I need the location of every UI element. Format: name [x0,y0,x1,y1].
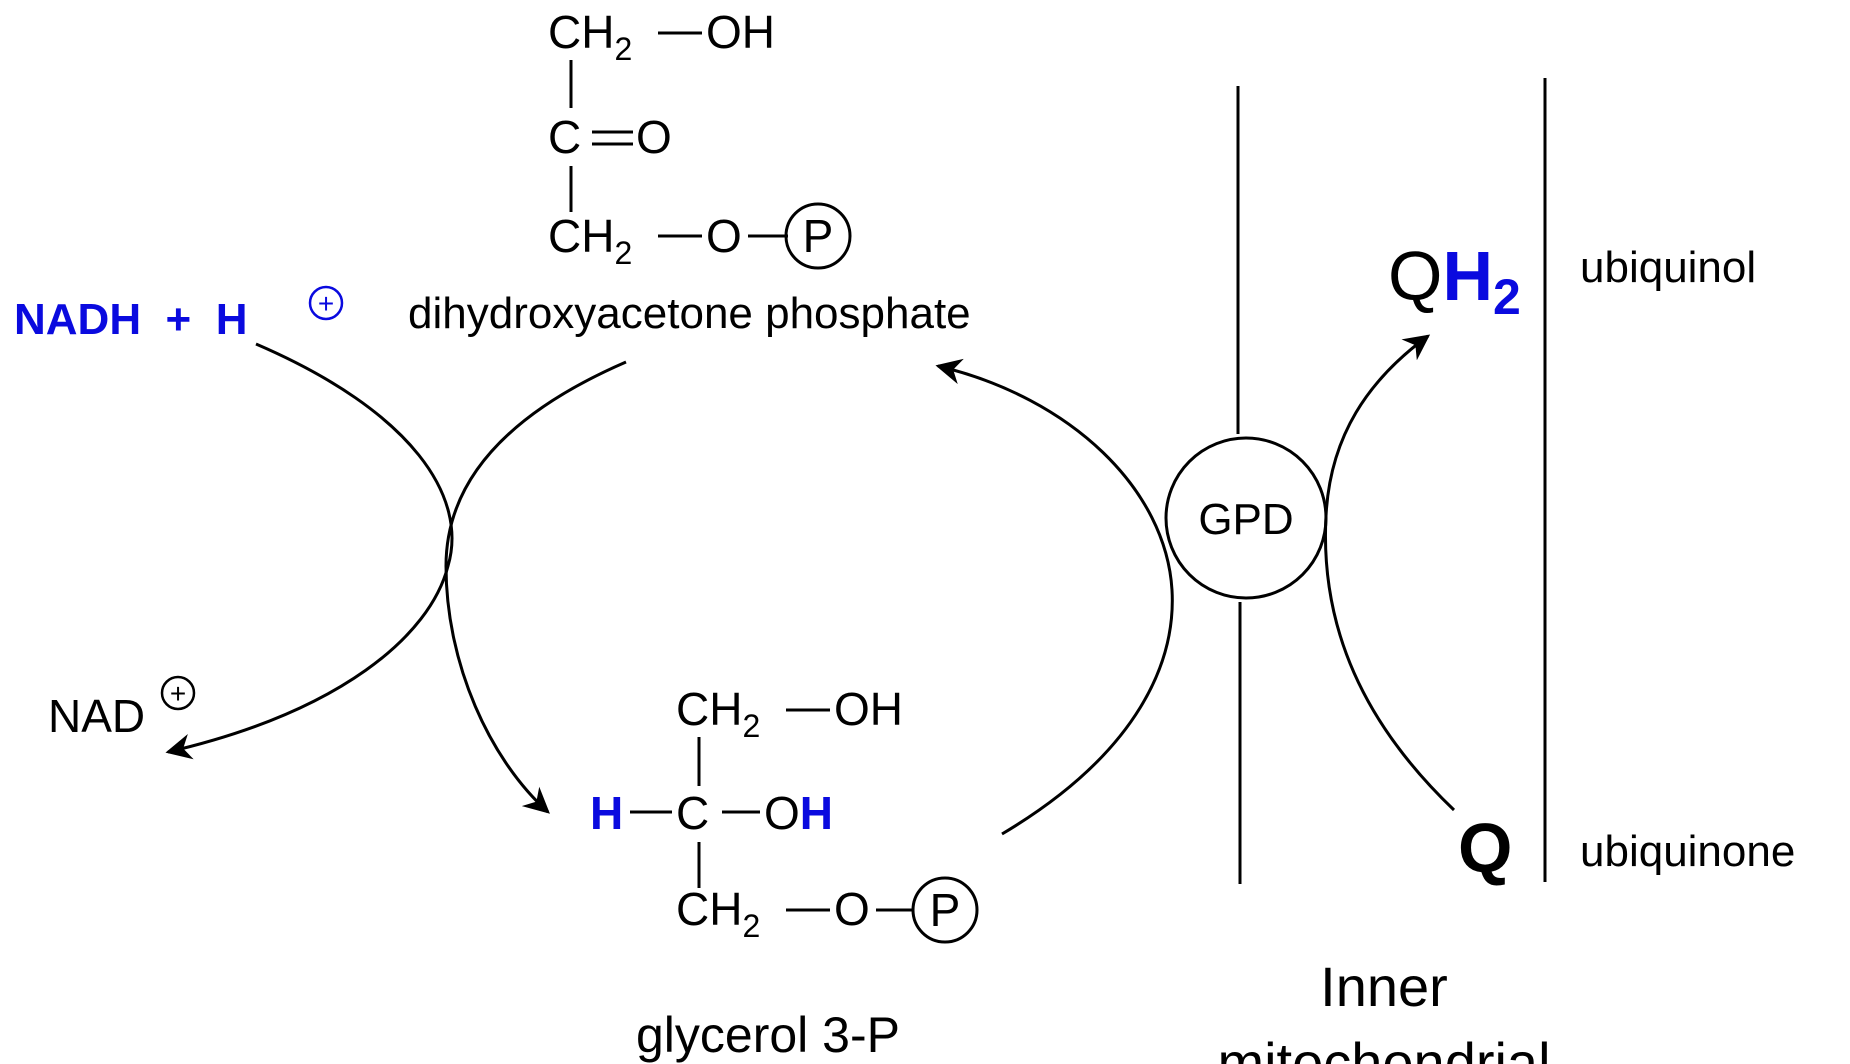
dhap-ch2-top: CH2 [548,6,632,67]
g3p-ch2-top: CH2 [676,683,760,744]
g3p-added-hydrogen: H [590,787,623,839]
dhap-oh: OH [706,6,775,58]
q-to-qh2-arrow [1323,334,1456,812]
qh2-group: QH2 ubiquinol [1388,237,1756,325]
ubiquinone-label: ubiquinone [1580,827,1795,876]
h-plus-charge-circle [308,285,344,321]
nadh-to-nad-arrow [165,342,454,760]
g3p-oh-top: OH [834,683,903,735]
membrane-caption-line2: mitochondrial [1217,1031,1550,1064]
nad-plus-charge-sign: + [170,678,186,709]
nad-label: NAD [48,690,145,742]
g3p-to-dhap-arrow [935,358,1174,836]
nad-plus-charge-circle [160,675,196,711]
q-group: Q ubiquinone [1458,809,1795,887]
g3p-ester-o: O [834,883,870,935]
dhap-to-g3p-arrow [444,360,627,814]
g3p-hydroxyl: OH [764,787,833,839]
nadh-label: NADH + H [14,295,247,344]
membrane-caption-line1: Inner [1320,955,1448,1018]
ubiquinol-label: ubiquinol [1580,243,1756,292]
g3p-phosphate-p: P [930,884,961,936]
dhap-structure: CH2 OH C O CH2 O P dihydroxyacetone phos… [408,6,971,338]
dhap-ester-o: O [706,210,742,262]
dhap-carbonyl-o: O [636,111,672,163]
q-label: Q [1458,809,1512,887]
gpd-enzyme-label: GPD [1198,495,1293,544]
g3p-structure: CH2 OH H C OH CH2 O P glycerol 3-P [590,683,979,1063]
dhap-phosphate-circle [784,202,852,270]
dhap-ch2-bottom: CH2 [548,210,632,271]
nadh-h-plus: NADH + H + [14,285,344,344]
g3p-ch2-bottom: CH2 [676,883,760,944]
dhap-label: dihydroxyacetone phosphate [408,289,971,338]
g3p-label: glycerol 3-P [636,1007,900,1063]
g3p-phosphate-circle [911,876,979,944]
dhap-carbonyl-c: C [548,111,581,163]
nad-plus: NAD + [48,675,196,742]
dhap-phosphate-p: P [803,210,834,262]
g3p-center-c: C [676,787,709,839]
qh2-label: QH2 [1388,237,1521,325]
h-plus-charge-sign: + [318,288,334,319]
